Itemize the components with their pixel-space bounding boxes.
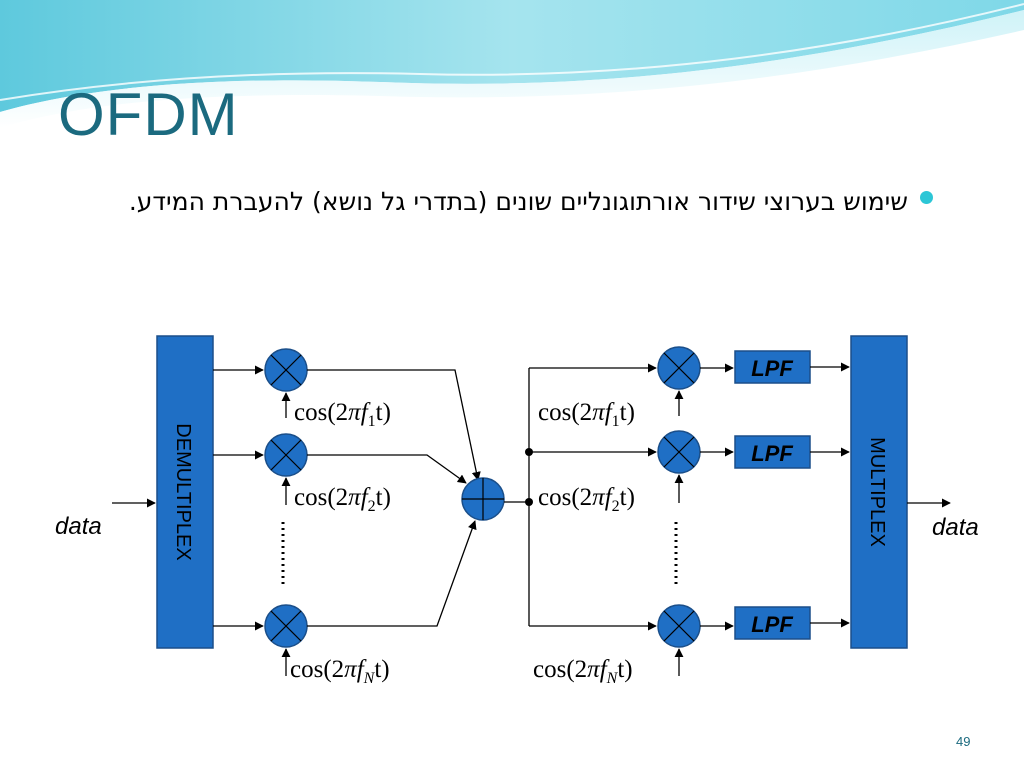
bullet-icon [920,191,933,204]
lpf-label-n: LPF [751,612,793,637]
rx-carrier-label-1: cos(2πf1t) [538,399,635,430]
header-wave [0,0,1024,128]
header-wave-fill [0,0,1024,112]
tx-carrier-label-1: cos(2πf1t) [294,399,391,430]
demultiplex-block [156,335,214,649]
rx-mixer-2 [657,430,701,474]
lpf-block-2: LPF [734,435,811,469]
summing-junction [461,477,505,521]
tx-carrier-label-n: cos(2πfNt) [290,656,390,687]
tx-branch-n-out [307,520,477,627]
demultiplex-label: DEMULTIPLEX [172,423,194,560]
lpf-block-n: LPF [734,606,811,640]
multiplex-label: MULTIPLEX [866,437,888,547]
rx-mixer-1 [657,346,701,390]
rx-junction-dot-2 [525,498,533,506]
page-title: OFDM [58,81,239,148]
slide-number: 49 [956,734,971,749]
multiplex-block [850,335,908,649]
rx-carrier-label-2: cos(2πf2t) [538,484,635,515]
rx-carrier-label-n: cos(2πfNt) [533,656,633,687]
tx-mixer-2 [264,433,308,477]
tx-branch-2-out [307,454,467,484]
tx-carrier-label-2: cos(2πf2t) [294,484,391,515]
output-data-label: data [932,514,979,541]
rx-mixer-n [657,604,701,648]
lpf-block-1: LPF [734,350,811,384]
header-wave-highlight [0,10,1024,128]
tx-mixer-n [264,604,308,648]
lpf-label-1: LPF [751,356,793,381]
bullet-text: שימוש בערוצי שידור אורתוגונליים שונים (ב… [128,187,908,216]
header-wave-line [0,3,1024,101]
tx-branch-1-out [307,369,481,481]
lpf-label-2: LPF [751,441,793,466]
input-data-label: data [55,513,102,540]
tx-mixer-1 [264,348,308,392]
